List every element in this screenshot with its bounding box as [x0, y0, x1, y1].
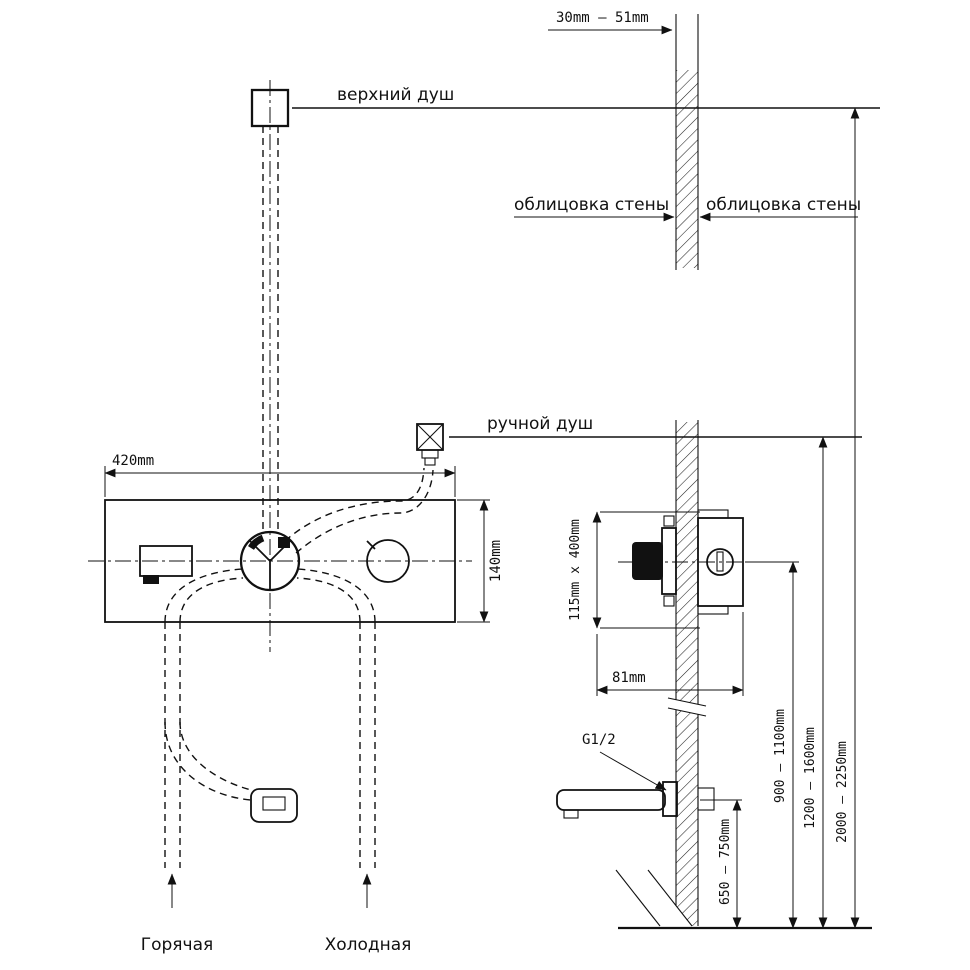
handle-knob: [632, 542, 663, 580]
plate-screw: [663, 515, 675, 527]
hand-shower-pipe: [295, 469, 434, 554]
mixer-height-label: 900 – 1100mm: [773, 709, 788, 803]
tray-edge: [615, 869, 693, 927]
concealed-body: [697, 509, 744, 615]
internal-pipe: [179, 577, 244, 623]
internal-pipe: [297, 568, 376, 623]
trim-plate: [661, 527, 677, 595]
spout-pipe: [179, 721, 252, 791]
upper-shower-group: верхний душ: [250, 80, 880, 652]
width-dimension-label: 420mm: [112, 453, 154, 469]
depth-dimension-label: 81mm: [612, 670, 646, 686]
spout-front-icon: [250, 788, 298, 823]
mixer-front-view: 420mm 140mm: [88, 453, 504, 955]
spout-height-label: 650 – 750mm: [718, 819, 733, 905]
upper-shower-label: верхний душ: [337, 85, 454, 105]
upper-shower-height-label: 2000 – 2250mm: [835, 741, 850, 843]
cladding-labels: облицовка стены облицовка стены: [514, 195, 861, 222]
wall-section: [615, 14, 872, 930]
hand-shower-group: ручной душ: [284, 414, 862, 554]
hand-shower-pipe: [284, 467, 425, 542]
mode-arc-icon: [248, 534, 265, 551]
main-control-knob: [239, 530, 301, 592]
hand-shower-label: ручной душ: [487, 414, 593, 434]
recess-dimension-label: 115mm x 400mm: [568, 519, 583, 621]
cladding-left-label: облицовка стены: [514, 195, 669, 215]
thread-leader: [599, 751, 667, 791]
hot-label: Горячая: [141, 935, 213, 955]
spout-side-icon: [556, 781, 715, 819]
internal-pipe: [296, 577, 361, 623]
cladding-right-label: облицовка стены: [706, 195, 861, 215]
mixer-side-view: 115mm x 400mm 81mm G1/2 650 – 750mm 900 …: [556, 107, 860, 929]
hand-shower-height-label: 1200 – 1600mm: [803, 727, 818, 829]
wall-thickness-label: 30mm – 51mm: [556, 10, 649, 26]
cold-label: Холодная: [325, 935, 412, 955]
height-dimension-label: 140mm: [488, 540, 504, 582]
display-window: [139, 545, 193, 577]
display-tab: [143, 575, 159, 584]
plate-screw: [663, 595, 675, 607]
hand-shower-outlet-icon: [416, 423, 444, 466]
thread-label: G1/2: [582, 732, 616, 748]
wall-hatch-upper: [676, 70, 698, 268]
internal-pipe: [164, 568, 243, 623]
wall-thickness-dimension: 30mm – 51mm: [548, 10, 673, 35]
wall-break: [667, 697, 707, 717]
wall-hatch-lower: [676, 422, 698, 926]
secondary-knob: [366, 539, 410, 583]
spout-pipe: [164, 721, 252, 801]
mode-square-icon: [278, 537, 290, 548]
